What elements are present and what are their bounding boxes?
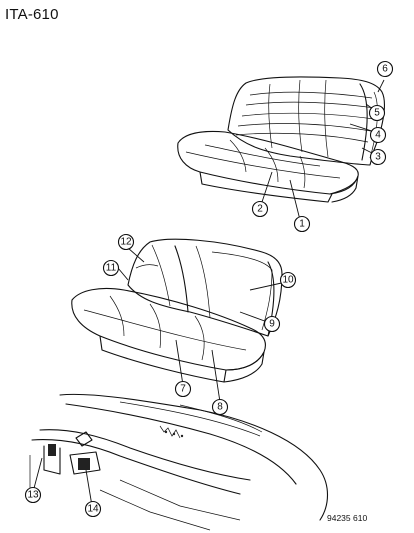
callout-11: 11 bbox=[102, 259, 120, 277]
callout-7: 7 bbox=[174, 380, 192, 398]
leader-lines bbox=[32, 79, 385, 507]
svg-text:1: 1 bbox=[299, 219, 305, 230]
lower-seatback bbox=[127, 238, 283, 337]
figure-label: ITA-610 bbox=[5, 6, 59, 23]
svg-text:6: 6 bbox=[382, 64, 388, 75]
figure-code: 94235 610 bbox=[327, 513, 368, 523]
callout-1: 1 bbox=[293, 215, 311, 233]
svg-text:11: 11 bbox=[106, 263, 117, 274]
svg-text:5: 5 bbox=[374, 108, 380, 119]
callout-4: 4 bbox=[369, 126, 387, 144]
callout-3: 3 bbox=[369, 148, 387, 166]
svg-text:7: 7 bbox=[180, 384, 186, 395]
upper-seatback bbox=[227, 76, 385, 166]
lower-seat-cushion bbox=[71, 287, 267, 371]
lower-rear-seat bbox=[71, 238, 283, 383]
svg-text:9: 9 bbox=[269, 319, 275, 330]
callout-14: 14 bbox=[84, 500, 102, 518]
svg-text:4: 4 bbox=[375, 130, 381, 141]
floor-bracket-detail bbox=[29, 393, 329, 531]
callout-10: 10 bbox=[279, 271, 297, 289]
callout-6: 6 bbox=[376, 60, 394, 78]
upper-rear-seat bbox=[177, 76, 385, 203]
callout-5: 5 bbox=[368, 104, 386, 122]
svg-text:13: 13 bbox=[27, 490, 39, 501]
callout-12: 12 bbox=[117, 233, 135, 251]
svg-text:10: 10 bbox=[282, 275, 294, 286]
svg-text:3: 3 bbox=[375, 152, 381, 163]
svg-text:2: 2 bbox=[257, 204, 263, 215]
svg-text:14: 14 bbox=[87, 504, 99, 515]
svg-text:12: 12 bbox=[120, 237, 132, 248]
svg-text:8: 8 bbox=[217, 402, 223, 413]
callouts: 1 2 3 4 5 6 7 8 9 10 11 12 13 14 bbox=[24, 60, 394, 518]
callout-8: 8 bbox=[211, 398, 229, 416]
callout-13: 13 bbox=[24, 486, 42, 504]
callout-9: 9 bbox=[263, 315, 281, 333]
callout-2: 2 bbox=[251, 200, 269, 218]
